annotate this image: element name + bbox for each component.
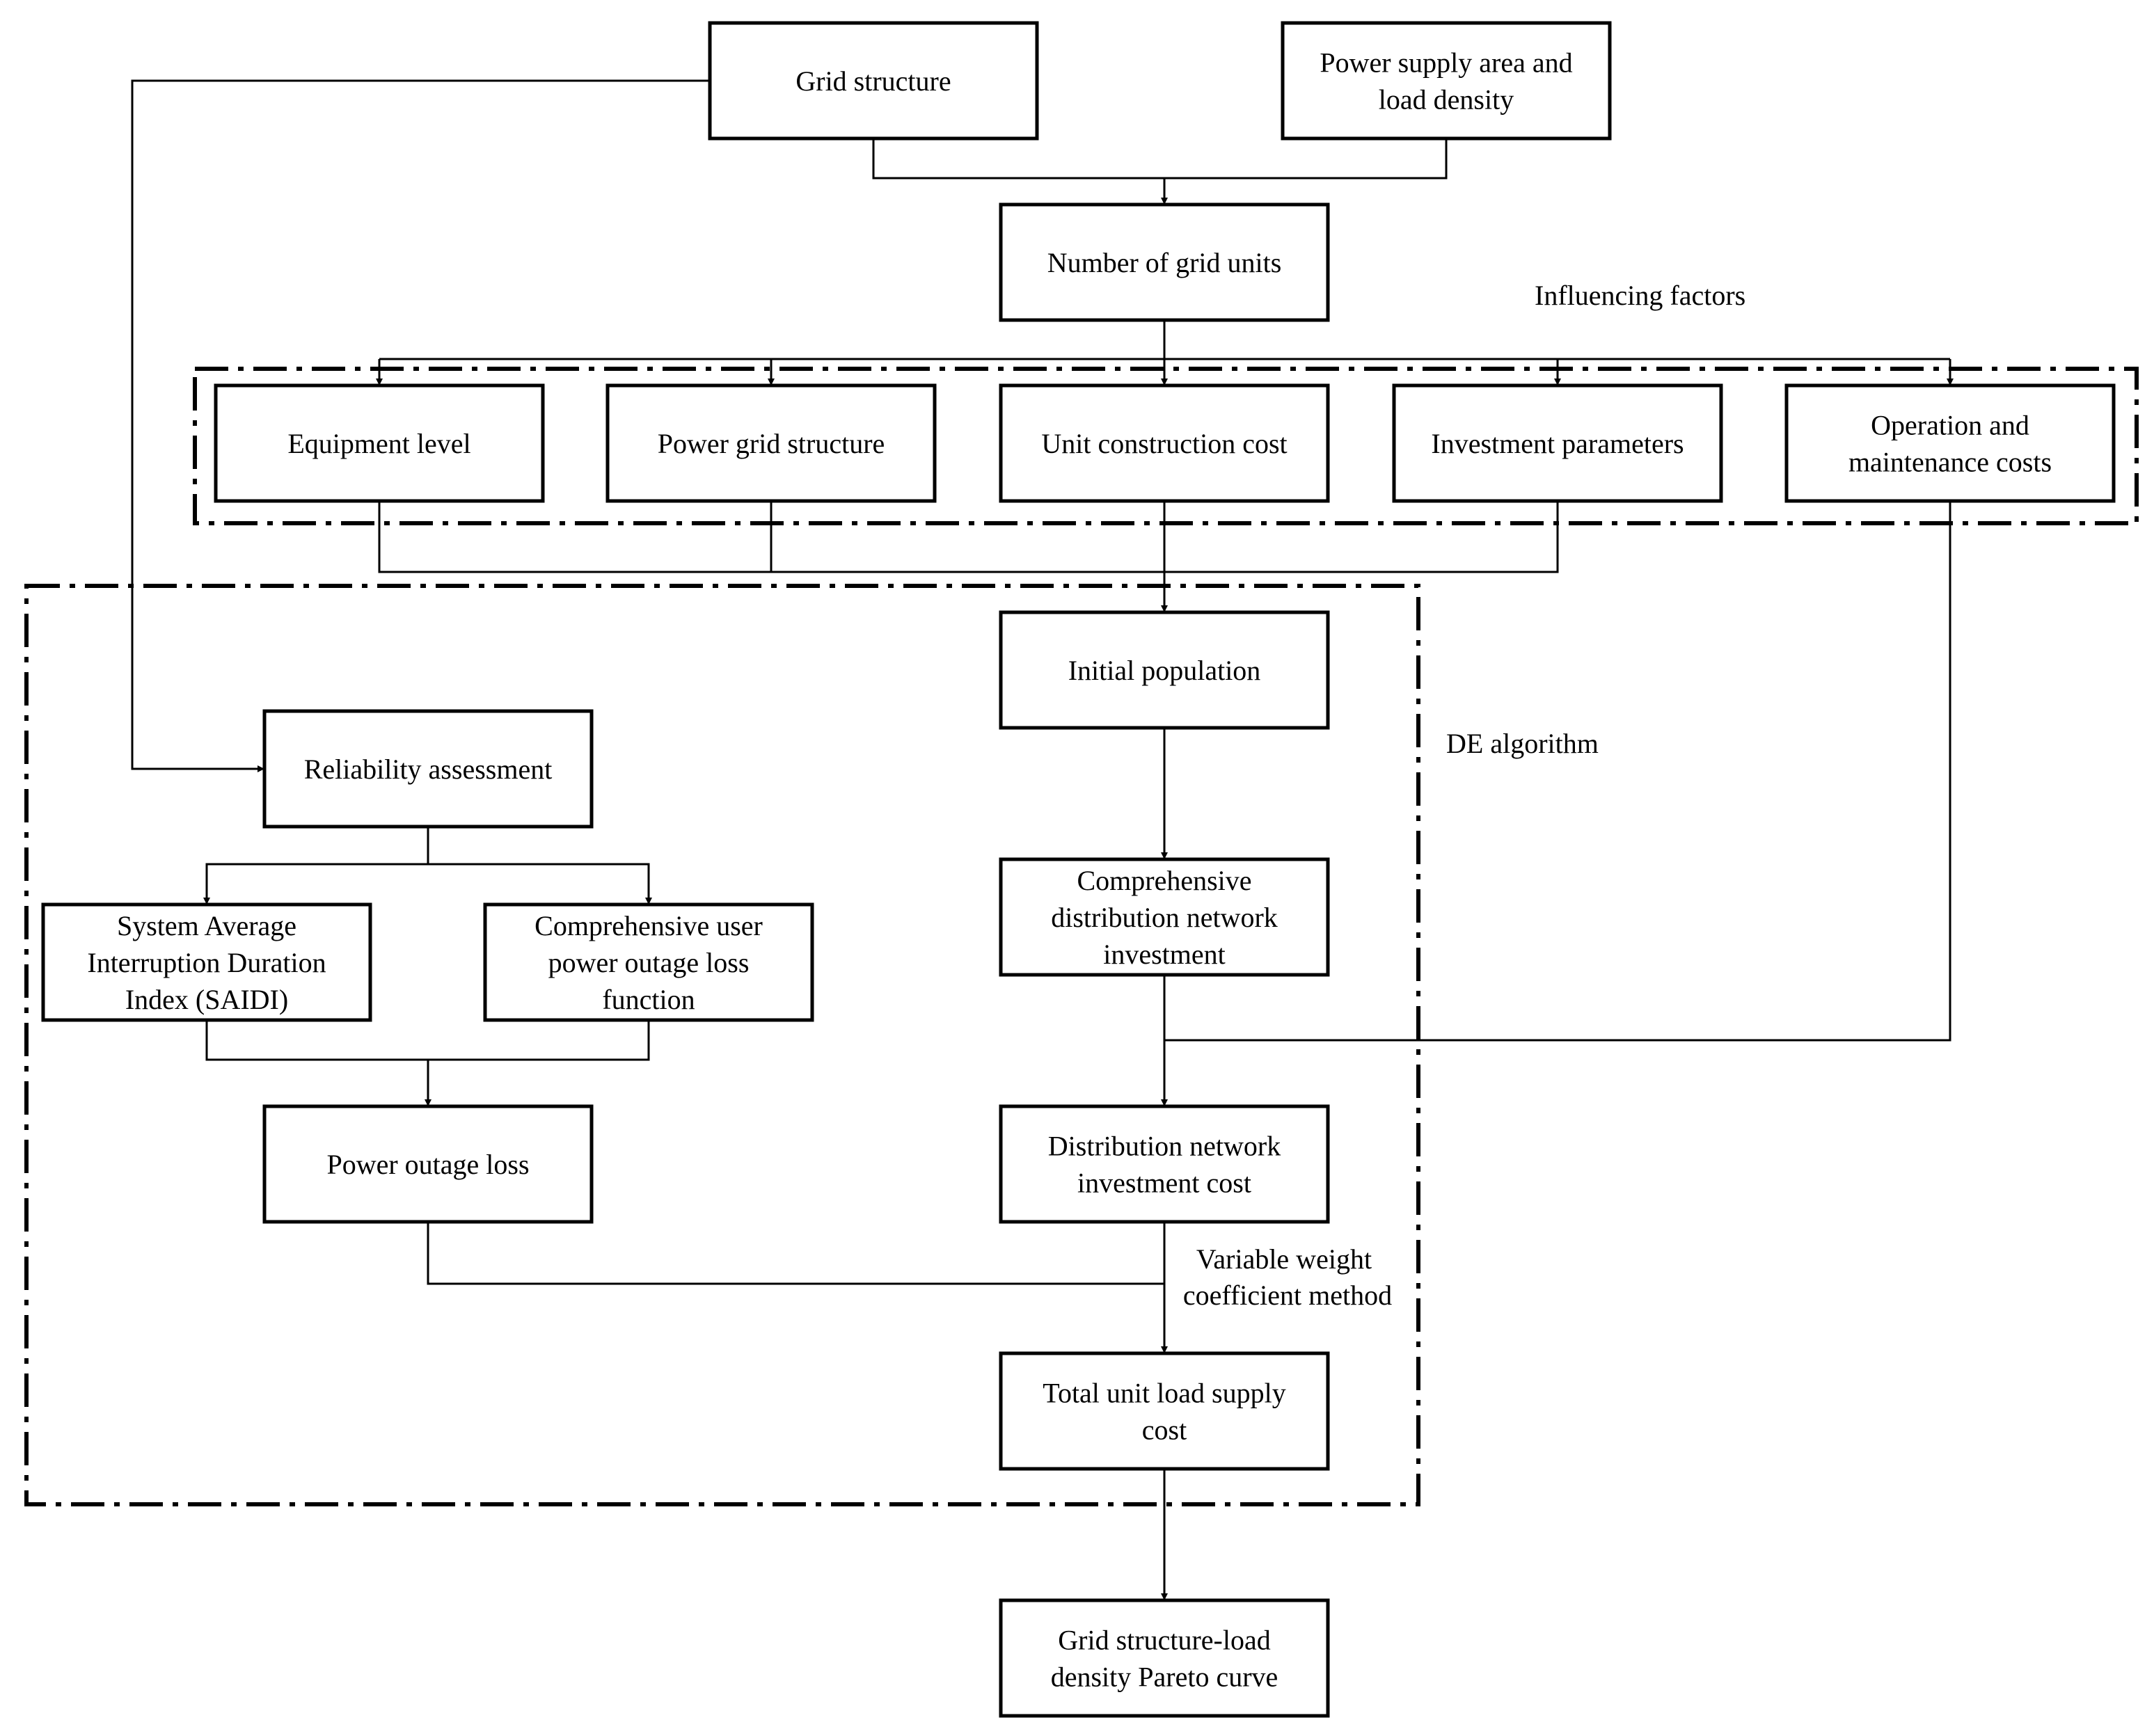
power-supply-area-box: [1281, 21, 1612, 141]
variable-weight-line-2: coefficient method: [1183, 1280, 1392, 1311]
to-user-loss-arrow: [428, 863, 652, 905]
pareto-curve-box: [999, 1598, 1330, 1718]
merge-top-connector: [872, 138, 1448, 180]
outage-merge-connector: [205, 1020, 650, 1061]
unit-construction-cost-label-line: Unit construction cost: [1041, 428, 1287, 459]
investment-cost-box: [999, 1104, 1330, 1224]
total-cost-label: Total unit load supply cost: [1043, 1378, 1285, 1446]
saidi-label-line: Index (SAIDI): [125, 984, 288, 1015]
power-grid-structure-node: Power grid structure: [605, 383, 937, 503]
operation-maintenance-node: Operation and maintenance costs: [1784, 383, 2116, 503]
total-cost-label-line: cost: [1142, 1415, 1187, 1446]
power-supply-area-label-line: Power supply area and: [1320, 47, 1572, 79]
influencing-factors-frame: [193, 367, 2139, 525]
investment-parameters-label-line: Investment parameters: [1431, 428, 1684, 459]
to-reliability-arrow: [131, 79, 710, 772]
variable-weight-line-1: Variable weight: [1196, 1243, 1372, 1275]
saidi-label-line: System Average: [117, 910, 296, 941]
operation-maintenance-label-line: maintenance costs: [1848, 447, 2052, 478]
power-outage-loss-label-line: Power outage loss: [326, 1149, 529, 1180]
outage-to-total-connector: [427, 1222, 1164, 1285]
saidi-label-line: Interruption Duration: [87, 947, 326, 978]
comprehensive-investment-node: Comprehensive distribution network investm…: [999, 857, 1330, 977]
total-cost-label-line: Total unit load supply: [1043, 1378, 1285, 1409]
investment-parameters-label: Investment parameters: [1431, 428, 1684, 459]
saidi-box: [41, 902, 372, 1022]
initial-population-box: [999, 610, 1330, 730]
total-cost-box: [999, 1351, 1330, 1471]
user-loss-function-label: Comprehensive user power outage loss funct…: [534, 910, 763, 1015]
operation-maintenance-label: Operation and maintenance costs: [1848, 410, 2052, 478]
pareto-curve-label-line: Grid structure-load: [1058, 1625, 1270, 1656]
initial-population-label-line: Initial population: [1068, 655, 1261, 686]
power-supply-area-label: Power supply area and load density: [1320, 47, 1572, 116]
grid-structure-box: [708, 21, 1039, 141]
grid-structure-label-line: Grid structure: [795, 65, 951, 97]
power-supply-area-label-line: load density: [1379, 84, 1514, 116]
investment-parameters-box: [1392, 383, 1723, 503]
equipment-level-label-line: Equipment level: [287, 428, 470, 459]
de-algorithm-frame: [24, 584, 1420, 1506]
grid-structure-node: Grid structure: [708, 21, 1039, 141]
reliability-assessment-node: Reliability assessment: [262, 709, 594, 829]
pareto-curve-label: Grid structure-load density Pareto curve: [1051, 1625, 1278, 1693]
operation-maintenance-label-line: Operation and: [1871, 410, 2029, 441]
investment-cost-label: Distribution network investment cost: [1048, 1131, 1281, 1199]
power-grid-structure-label: Power grid structure: [658, 428, 885, 459]
initial-population-label: Initial population: [1068, 655, 1261, 686]
comprehensive-investment-box: [999, 857, 1330, 977]
reliability-assessment-label-line: Reliability assessment: [304, 754, 553, 785]
variable-weight-label: Variable weight coefficient method: [1183, 1243, 1392, 1311]
power-outage-loss-label: Power outage loss: [326, 1149, 529, 1180]
grid-structure-label: Grid structure: [795, 65, 951, 97]
number-grid-units-node: Number of grid units: [999, 202, 1330, 322]
unit-construction-cost-node: Unit construction cost: [999, 383, 1330, 503]
investment-parameters-node: Investment parameters: [1392, 383, 1723, 503]
number-grid-units-label-line: Number of grid units: [1047, 247, 1282, 278]
investment-cost-node: Distribution network investment cost: [999, 1104, 1330, 1224]
user-loss-function-node: Comprehensive user power outage loss funct…: [483, 902, 814, 1022]
pareto-curve-label-line: density Pareto curve: [1051, 1662, 1278, 1693]
influencing-factors-label: Influencing factors: [1535, 280, 1745, 311]
factors-merge-connector: [378, 501, 1559, 573]
equipment-level-node: Equipment level: [214, 383, 545, 503]
power-outage-loss-box: [262, 1104, 594, 1224]
power-grid-structure-box: [605, 383, 937, 503]
connectors: [131, 79, 1954, 1600]
user-loss-function-label-line: function: [602, 984, 695, 1015]
number-grid-units-label: Number of grid units: [1047, 247, 1282, 278]
power-outage-loss-node: Power outage loss: [262, 1104, 594, 1224]
comprehensive-investment-label: Comprehensive distribution network investm…: [1051, 865, 1278, 970]
investment-cost-label-line: Distribution network: [1048, 1131, 1281, 1162]
operation-maintenance-connector: [1164, 501, 1951, 1042]
to-saidi-arrow: [203, 827, 429, 905]
de-algorithm-label: DE algorithm: [1446, 728, 1599, 759]
user-loss-function-box: [483, 902, 814, 1022]
initial-population-node: Initial population: [999, 610, 1330, 730]
equipment-level-box: [214, 383, 545, 503]
user-loss-function-label-line: power outage loss: [548, 947, 750, 978]
unit-construction-cost-box: [999, 383, 1330, 503]
comprehensive-investment-label-line: Comprehensive: [1077, 865, 1251, 896]
reliability-assessment-label: Reliability assessment: [304, 754, 553, 785]
total-cost-node: Total unit load supply cost: [999, 1351, 1330, 1471]
comprehensive-investment-label-line: investment: [1103, 939, 1226, 970]
reliability-assessment-box: [262, 709, 594, 829]
user-loss-function-label-line: Comprehensive user: [534, 910, 763, 941]
unit-construction-cost-label: Unit construction cost: [1041, 428, 1287, 459]
boxes: Grid structure Power supply area and load …: [41, 21, 2116, 1718]
number-grid-units-box: [999, 202, 1330, 322]
operation-maintenance-box: [1784, 383, 2116, 503]
power-supply-area-node: Power supply area and load density: [1281, 21, 1612, 141]
pareto-curve-node: Grid structure-load density Pareto curve: [999, 1598, 1330, 1718]
comprehensive-investment-label-line: distribution network: [1051, 902, 1278, 933]
power-grid-structure-label-line: Power grid structure: [658, 428, 885, 459]
equipment-level-label: Equipment level: [287, 428, 470, 459]
investment-cost-label-line: investment cost: [1077, 1168, 1251, 1199]
